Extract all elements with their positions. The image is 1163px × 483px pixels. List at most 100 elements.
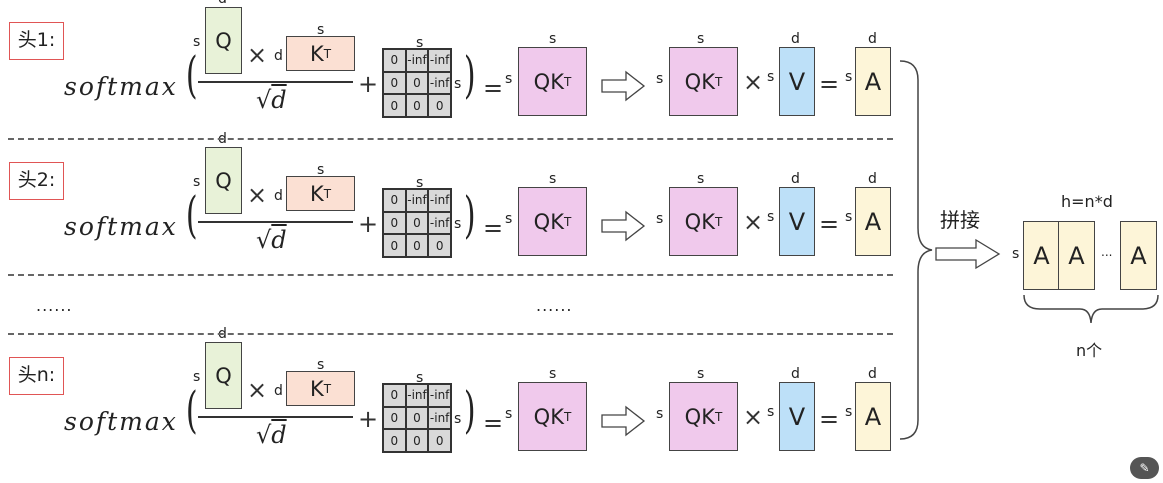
equals-operator: = bbox=[483, 409, 504, 437]
concat-arrow-icon bbox=[935, 238, 1001, 270]
mask-cell: 0 bbox=[405, 234, 429, 257]
head-label: 头n: bbox=[9, 357, 64, 395]
hollow-arrow-icon bbox=[601, 70, 646, 102]
qk-dim-top: s bbox=[549, 366, 557, 382]
equals-operator-2: = bbox=[819, 405, 840, 433]
v-dim-left: s bbox=[767, 69, 775, 85]
softmax-text: softmax bbox=[64, 212, 178, 241]
mask-cell: 0 bbox=[405, 429, 429, 452]
v-dim-left: s bbox=[767, 404, 775, 420]
matrix-v: V bbox=[779, 47, 815, 116]
k-dim-left: d bbox=[274, 383, 283, 399]
q-dim-left: s bbox=[193, 369, 201, 385]
mask-dim-right: s bbox=[454, 216, 462, 232]
qk-dim-top: s bbox=[549, 171, 557, 187]
separator-line bbox=[8, 274, 893, 276]
mask-dim-top: s bbox=[416, 35, 424, 51]
mask-cell: -inf bbox=[428, 71, 451, 95]
mask-cell: -inf bbox=[428, 406, 451, 430]
sqrt-d: √d bbox=[256, 226, 287, 254]
mask-cell: -inf bbox=[428, 211, 451, 235]
mask-cell: 0 bbox=[405, 71, 429, 95]
equals-operator-2: = bbox=[819, 70, 840, 98]
qk2-dim-left: s bbox=[656, 71, 664, 87]
qk-dim-left: s bbox=[505, 71, 513, 87]
a-dim-top: d bbox=[868, 366, 877, 382]
concat-block-a-1: A bbox=[1023, 221, 1060, 290]
equals-operator: = bbox=[483, 214, 504, 242]
head-label: 头2: bbox=[9, 162, 64, 200]
mask-dim-right: s bbox=[454, 76, 462, 92]
edit-icon[interactable]: ✎ bbox=[1130, 457, 1159, 479]
right-paren: ) bbox=[463, 186, 476, 244]
sqrt-d: √d bbox=[256, 86, 287, 114]
separator-line bbox=[8, 333, 893, 335]
mask-cell: -inf bbox=[405, 189, 429, 212]
equals-operator-2: = bbox=[819, 210, 840, 238]
plus-operator: + bbox=[358, 70, 379, 98]
a-dim-top: d bbox=[868, 31, 877, 47]
hollow-arrow-icon bbox=[601, 405, 646, 437]
head-row: 头1: softmax ( d s Q × s d KT √d + s 0-in… bbox=[0, 0, 900, 130]
concat-ellipsis: ... bbox=[1101, 245, 1113, 259]
matrix-q: Q bbox=[205, 7, 242, 74]
k-dim-left: d bbox=[274, 48, 283, 64]
k-dim-top: s bbox=[317, 22, 325, 38]
mask-cell: 0 bbox=[405, 406, 429, 430]
k-dim-top: s bbox=[317, 357, 325, 373]
qk2-dim-left: s bbox=[656, 211, 664, 227]
mask-cell: 0 bbox=[383, 429, 406, 452]
matrix-a: A bbox=[855, 382, 891, 451]
mask-dim-top: s bbox=[416, 175, 424, 191]
plus-operator: + bbox=[358, 210, 379, 238]
times-operator: × bbox=[247, 41, 268, 69]
a-dim-left: s bbox=[845, 404, 853, 420]
sqrt-d: √d bbox=[256, 421, 287, 449]
ellipsis-middle: ...... bbox=[536, 296, 573, 315]
times-operator-2: × bbox=[743, 208, 764, 236]
qk-dim-left: s bbox=[505, 406, 513, 422]
qk-dim-top: s bbox=[549, 31, 557, 47]
mask-cell: 0 bbox=[383, 406, 406, 430]
mask-cell: -inf bbox=[428, 49, 451, 72]
q-dim-top: d bbox=[218, 0, 227, 6]
mask-cell: 0 bbox=[405, 211, 429, 235]
times-operator: × bbox=[247, 181, 268, 209]
times-operator-2: × bbox=[743, 403, 764, 431]
qk2-dim-top: s bbox=[697, 366, 705, 382]
matrix-a: A bbox=[855, 187, 891, 256]
left-paren: ( bbox=[185, 186, 198, 244]
qk2-dim-top: s bbox=[697, 31, 705, 47]
softmax-text: softmax bbox=[64, 407, 178, 436]
mask-cell: 0 bbox=[383, 189, 406, 212]
matrix-q: Q bbox=[205, 342, 242, 409]
mask-cell: 0 bbox=[383, 94, 406, 117]
right-brace-icon bbox=[899, 60, 933, 440]
qk2-dim-top: s bbox=[697, 171, 705, 187]
mask-dim-right: s bbox=[454, 411, 462, 427]
v-dim-top: d bbox=[791, 366, 800, 382]
matrix-q: Q bbox=[205, 147, 242, 214]
a-dim-left: s bbox=[845, 209, 853, 225]
a-dim-left: s bbox=[845, 69, 853, 85]
v-dim-left: s bbox=[767, 209, 775, 225]
fraction-line bbox=[198, 81, 353, 83]
mask-cell: 0 bbox=[428, 94, 451, 117]
right-paren: ) bbox=[463, 46, 476, 104]
qk2-dim-left: s bbox=[656, 406, 664, 422]
matrix-v: V bbox=[779, 187, 815, 256]
mask-cell: 0 bbox=[405, 94, 429, 117]
k-dim-left: d bbox=[274, 188, 283, 204]
